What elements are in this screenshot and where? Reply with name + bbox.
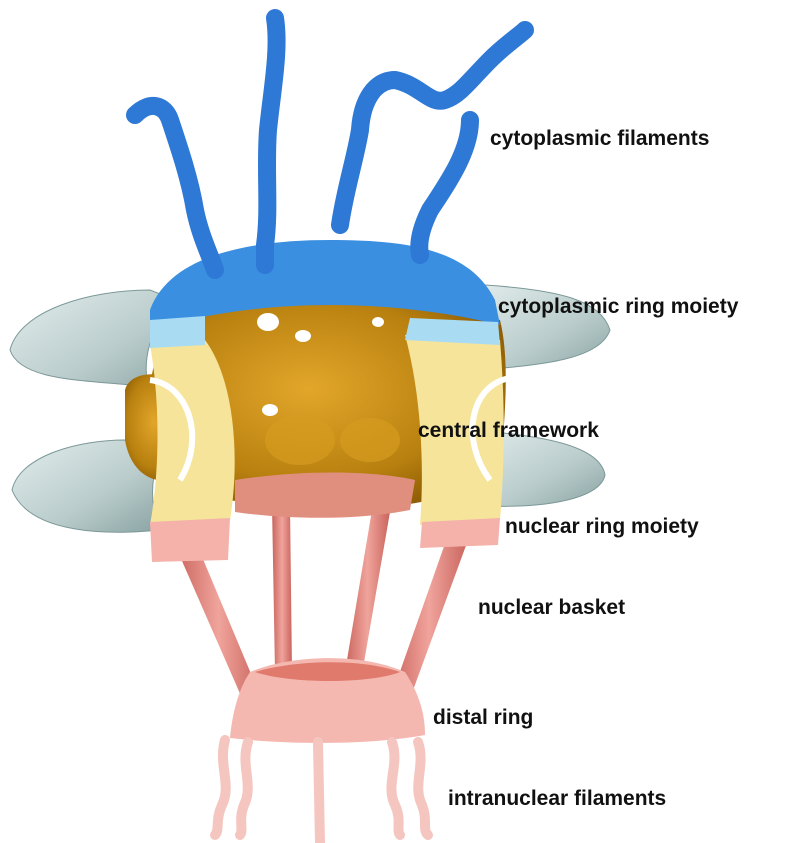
basket-strut	[345, 510, 390, 674]
distal-ring	[230, 658, 425, 743]
framework-hole	[257, 313, 279, 331]
nuclear-ring-left	[150, 518, 230, 562]
intranuclear-filament	[318, 742, 320, 843]
nuclear-ring-band	[235, 473, 415, 518]
label-central-framework: central framework	[418, 420, 599, 441]
label-cytoplasmic-ring-moiety: cytoplasmic ring moiety	[498, 296, 738, 317]
cytoplasmic-filament	[135, 106, 215, 270]
intranuclear-filaments	[215, 740, 428, 843]
intranuclear-filament	[391, 742, 400, 835]
label-nuclear-ring-moiety: nuclear ring moiety	[505, 516, 699, 537]
label-nuclear-basket: nuclear basket	[478, 597, 625, 618]
framework-hole	[295, 330, 311, 342]
cytoplasmic-filament	[419, 120, 470, 255]
framework-hole	[372, 317, 384, 327]
basket-strut	[272, 505, 292, 672]
intranuclear-filament	[215, 740, 226, 835]
intranuclear-filament	[240, 742, 248, 835]
cytoplasmic-filaments	[135, 18, 525, 270]
cytoplasmic-filament	[265, 18, 277, 265]
label-intranuclear-filaments: intranuclear filaments	[448, 788, 666, 809]
framework-lobe	[265, 415, 335, 465]
intranuclear-filament	[418, 742, 428, 835]
label-cytoplasmic-filaments: cytoplasmic filaments	[490, 128, 709, 149]
cytoplasmic-ring-left-panel	[150, 316, 205, 348]
nuclear-ring-right	[420, 518, 500, 548]
framework-lobe	[340, 418, 400, 462]
framework-hole	[262, 404, 278, 416]
label-distal-ring: distal ring	[433, 707, 533, 728]
